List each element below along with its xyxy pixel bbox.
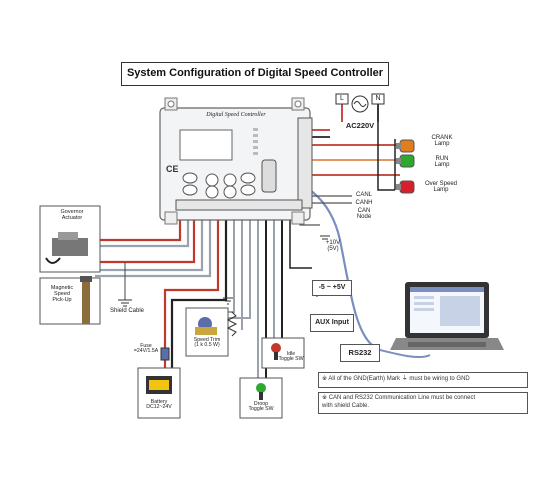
power-neutral-label: N (375, 95, 381, 102)
fuse-icon (160, 347, 170, 361)
controller-display (179, 129, 233, 161)
crank-lamp-label: CRANK Lamp (431, 135, 453, 148)
can-h-label: CANH (355, 200, 373, 206)
magnetic-pickup-icon (39, 276, 101, 325)
idle-switch-icon (261, 337, 305, 369)
side-terminal-block (297, 117, 313, 209)
run-lamp-label: RUN Lamp (434, 156, 450, 169)
speed-trim-icon (185, 307, 238, 357)
aux-wire (289, 205, 312, 269)
shield-ground-icon (118, 299, 132, 307)
battery-wire-black (170, 205, 228, 372)
note-gnd-box (318, 372, 528, 388)
note-can: ※ CAN and RS232 Communication Line must … (322, 395, 476, 409)
rs232-label: RS232 (348, 348, 372, 357)
rs232-cable-2 (379, 349, 431, 359)
bottom-terminal-block (175, 199, 303, 211)
voltage-10v-label: +10V (5V) (325, 240, 341, 253)
aux-input-box (310, 314, 354, 332)
run-lamp-icon (396, 154, 415, 168)
diagram-title: System Configuration of Digital Speed Co… (121, 62, 389, 86)
note-can-box (318, 392, 528, 414)
aux-input-label: AUX Input (315, 319, 349, 326)
laptop-icon (390, 282, 504, 350)
trim-wire-3 (225, 205, 251, 319)
droop-switch-label: Droop Toggle SW (248, 401, 274, 413)
over-speed-lamp-label: Over Speed Lamp (424, 181, 458, 194)
can-l-label: CANL (355, 192, 372, 198)
note-gnd: ※ All of the GND(Earth) Mark ⏚ must be w… (322, 376, 470, 382)
governor-actuator-icon (39, 205, 101, 273)
lamp-common (377, 122, 395, 191)
status-leds (253, 128, 258, 155)
droop-switch-icon (239, 377, 283, 419)
power-line-label: L (340, 95, 344, 102)
over-speed-lamp-icon (396, 180, 415, 194)
crank-lamp-icon (396, 139, 415, 153)
ac-supply-label: AC220V (345, 121, 375, 130)
fuse-label: Fuse =24V/1.5A (133, 343, 159, 355)
aux-range-label: -5 ~ +5V (318, 284, 346, 291)
controller-keypad (182, 172, 256, 199)
battery-icon (137, 367, 181, 419)
controller-unit: CE (159, 97, 313, 225)
db9-connector (261, 159, 277, 193)
aux-range-box (312, 280, 352, 296)
ground-icon-trim (223, 297, 233, 305)
idle-switch-label: Idle Toggle SW (278, 351, 304, 363)
ce-mark: CE (166, 164, 179, 174)
shield-cable-label: Shield Cable (109, 308, 145, 314)
rs232-box (340, 344, 380, 362)
pickup-wire-gray2 (95, 205, 212, 278)
pickup-wire-red (95, 205, 196, 264)
battery-label: Battery DC12~24V (146, 399, 172, 411)
controller-brand-label: Digital Speed Controller (206, 112, 266, 118)
pickup-label: Magnetic Speed Pick-Up (50, 285, 74, 303)
pickup-wire-gray (95, 205, 204, 272)
ac-source (335, 93, 385, 113)
can-node-label: CAN Node (356, 208, 372, 221)
speed-trim-label: Speed Trim (1 k 0.5 W) (193, 337, 221, 349)
battery-wire-red (163, 205, 220, 372)
governor-label: Governor Actuator (60, 209, 84, 221)
ground-icon-v10 (320, 235, 330, 240)
